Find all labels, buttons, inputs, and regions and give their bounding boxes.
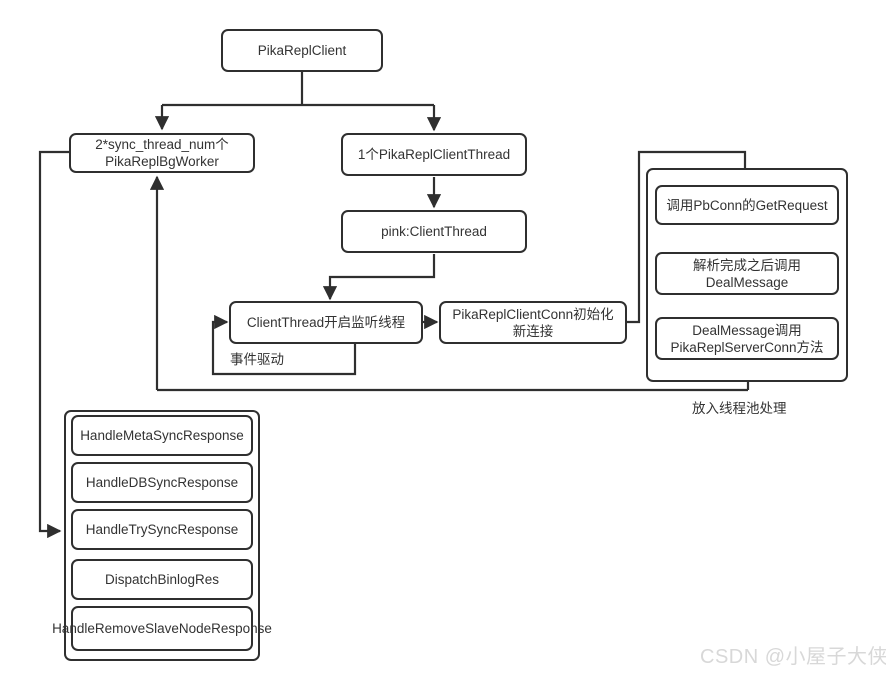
node-pika-repl-client[interactable]: PikaReplClient [221,29,383,72]
node-label-line1: PikaReplClientConn初始化 [452,306,614,322]
node-client-thread-listen[interactable]: ClientThread开启监听线程 [229,301,423,344]
handler-item[interactable]: HandleDBSyncResponse [71,462,253,503]
handler-label: HandleRemoveSlaveNodeResponse [52,621,272,636]
node-label-line2: DealMessage [705,274,789,290]
node-label-line1: 解析完成之后调用 [693,257,801,273]
node-pika-repl-client-thread[interactable]: 1个PikaReplClientThread [341,133,527,176]
handler-label: HandleMetaSyncResponse [80,428,244,443]
handler-label: HandleTrySyncResponse [85,522,239,537]
node-label: ClientThread开启监听线程 [246,315,406,330]
node-label: PikaReplClient [257,43,347,58]
node-label-line2: 新连接 [512,323,554,339]
node-pink-client-thread[interactable]: pink:ClientThread [341,210,527,253]
handler-label: HandleDBSyncResponse [85,475,239,490]
edge-label-thread-pool: 放入线程池处理 [690,400,789,417]
node-label: 1个PikaReplClientThread [357,147,511,162]
node-label-line1: 2*sync_thread_num个 [95,137,229,152]
handler-label: DispatchBinlogRes [104,572,220,587]
edge-label-event-driven: 事件驱动 [228,351,286,368]
node-label-line2: PikaReplServerConn方法 [670,339,824,355]
handler-item[interactable]: HandleMetaSyncResponse [71,415,253,456]
node-label: 调用PbConn的GetRequest [666,197,828,213]
node-pika-repl-client-conn-init[interactable]: PikaReplClientConn初始化 新连接 [439,301,627,344]
node-deal-message[interactable]: 解析完成之后调用 DealMessage [655,252,839,295]
node-label-line1: DealMessage调用 [692,322,802,338]
handler-item[interactable]: HandleRemoveSlaveNodeResponse [52,606,272,651]
edge-pink-to-listen [322,254,436,301]
node-label-line2: PikaReplBgWorker [105,154,219,169]
watermark: CSDN @小屋子大侠 [700,646,886,668]
node-pika-repl-bg-worker[interactable]: 2*sync_thread_num个 PikaReplBgWorker [69,133,255,173]
handler-item[interactable]: DispatchBinlogRes [71,559,253,600]
node-get-request[interactable]: 调用PbConn的GetRequest [655,185,839,225]
node-pika-repl-server-conn[interactable]: DealMessage调用 PikaReplServerConn方法 [655,317,839,360]
node-label: pink:ClientThread [381,224,487,239]
handler-item[interactable]: HandleTrySyncResponse [71,509,253,550]
